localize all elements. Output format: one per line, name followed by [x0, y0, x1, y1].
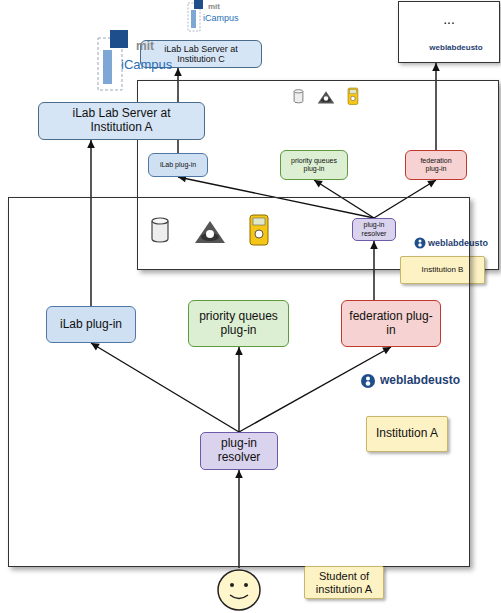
- lab-server-box: iLab Lab Server at Institution A: [38, 102, 205, 140]
- connector-arrow: [435, 63, 436, 150]
- plugin-box: federation plug-in: [341, 300, 441, 347]
- connector-arrow: [91, 343, 239, 432]
- node-label: priority queues plug-in: [283, 157, 345, 173]
- arrowhead: [235, 347, 243, 355]
- connector-arrow: [238, 347, 239, 432]
- arrowhead: [91, 343, 100, 350]
- logo-text: weblabdeusto: [428, 238, 488, 248]
- node-label: Institution A: [376, 427, 438, 441]
- logo-text: weblabdeusto: [380, 374, 460, 388]
- arrowhead: [370, 241, 378, 249]
- weblab-logo-mark: [415, 238, 426, 249]
- logo-text: mit: [136, 40, 154, 53]
- plugin-box: iLab plug-in: [46, 306, 136, 343]
- arrowhead: [174, 68, 182, 76]
- node-label: iLab plug-in: [160, 161, 196, 169]
- student-note: Student of institution A: [304, 566, 384, 599]
- resolver-box: plug-in resolver: [200, 432, 278, 470]
- weblab-logo-mark: [361, 374, 375, 388]
- equipment-icons: [294, 88, 358, 105]
- connector-arrow: [373, 241, 374, 300]
- connector-arrow: [90, 140, 91, 306]
- smiley-face: [216, 568, 262, 612]
- plugin-box: iLab plug-in: [148, 153, 208, 177]
- node-label: iLab Lab Server at Institution A: [57, 107, 187, 135]
- institution-panel: weblabdeusto iLab plug-in priority queues …: [8, 197, 470, 567]
- connector-arrow: [314, 180, 374, 218]
- student-figure: Student of institution A: [216, 568, 262, 612]
- node-label: iLab plug-in: [60, 318, 122, 332]
- institution-note: Institution B: [400, 256, 485, 284]
- arrowhead: [427, 180, 436, 187]
- connector-arrow: [238, 470, 239, 568]
- logo-text: iCampus: [121, 58, 172, 72]
- plugin-box: federation plug-in: [405, 150, 467, 180]
- equipment-icons: [152, 215, 268, 245]
- connector-arrow: [374, 180, 436, 218]
- node-label: Institution B: [422, 265, 464, 274]
- logo-text: mit: [208, 3, 220, 12]
- node-label: ...: [443, 11, 455, 27]
- plugin-box: priority queues plug-in: [280, 150, 348, 180]
- node-label: plug-in resolver: [203, 437, 275, 465]
- plugin-box: priority queues plug-in: [188, 300, 289, 347]
- resolver-box: plug-in resolver: [352, 218, 396, 241]
- node-label: plug-in resolver: [354, 221, 394, 237]
- logo-text: weblabdeusto: [415, 43, 482, 52]
- institution-note: Institution A: [366, 416, 448, 452]
- arrowhead: [235, 470, 243, 478]
- arrowhead: [382, 347, 391, 354]
- remote-system-box: ... weblabdeusto: [398, 1, 500, 63]
- arrowhead: [432, 63, 440, 71]
- node-label: federation plug-in: [414, 157, 458, 173]
- arrowhead: [314, 180, 323, 187]
- node-label: priority queues plug-in: [192, 310, 285, 338]
- mit-logo: [188, 0, 203, 31]
- logo-text: iCampus: [203, 14, 239, 24]
- node-label: federation plug-in: [346, 310, 436, 338]
- arrowhead: [87, 140, 95, 148]
